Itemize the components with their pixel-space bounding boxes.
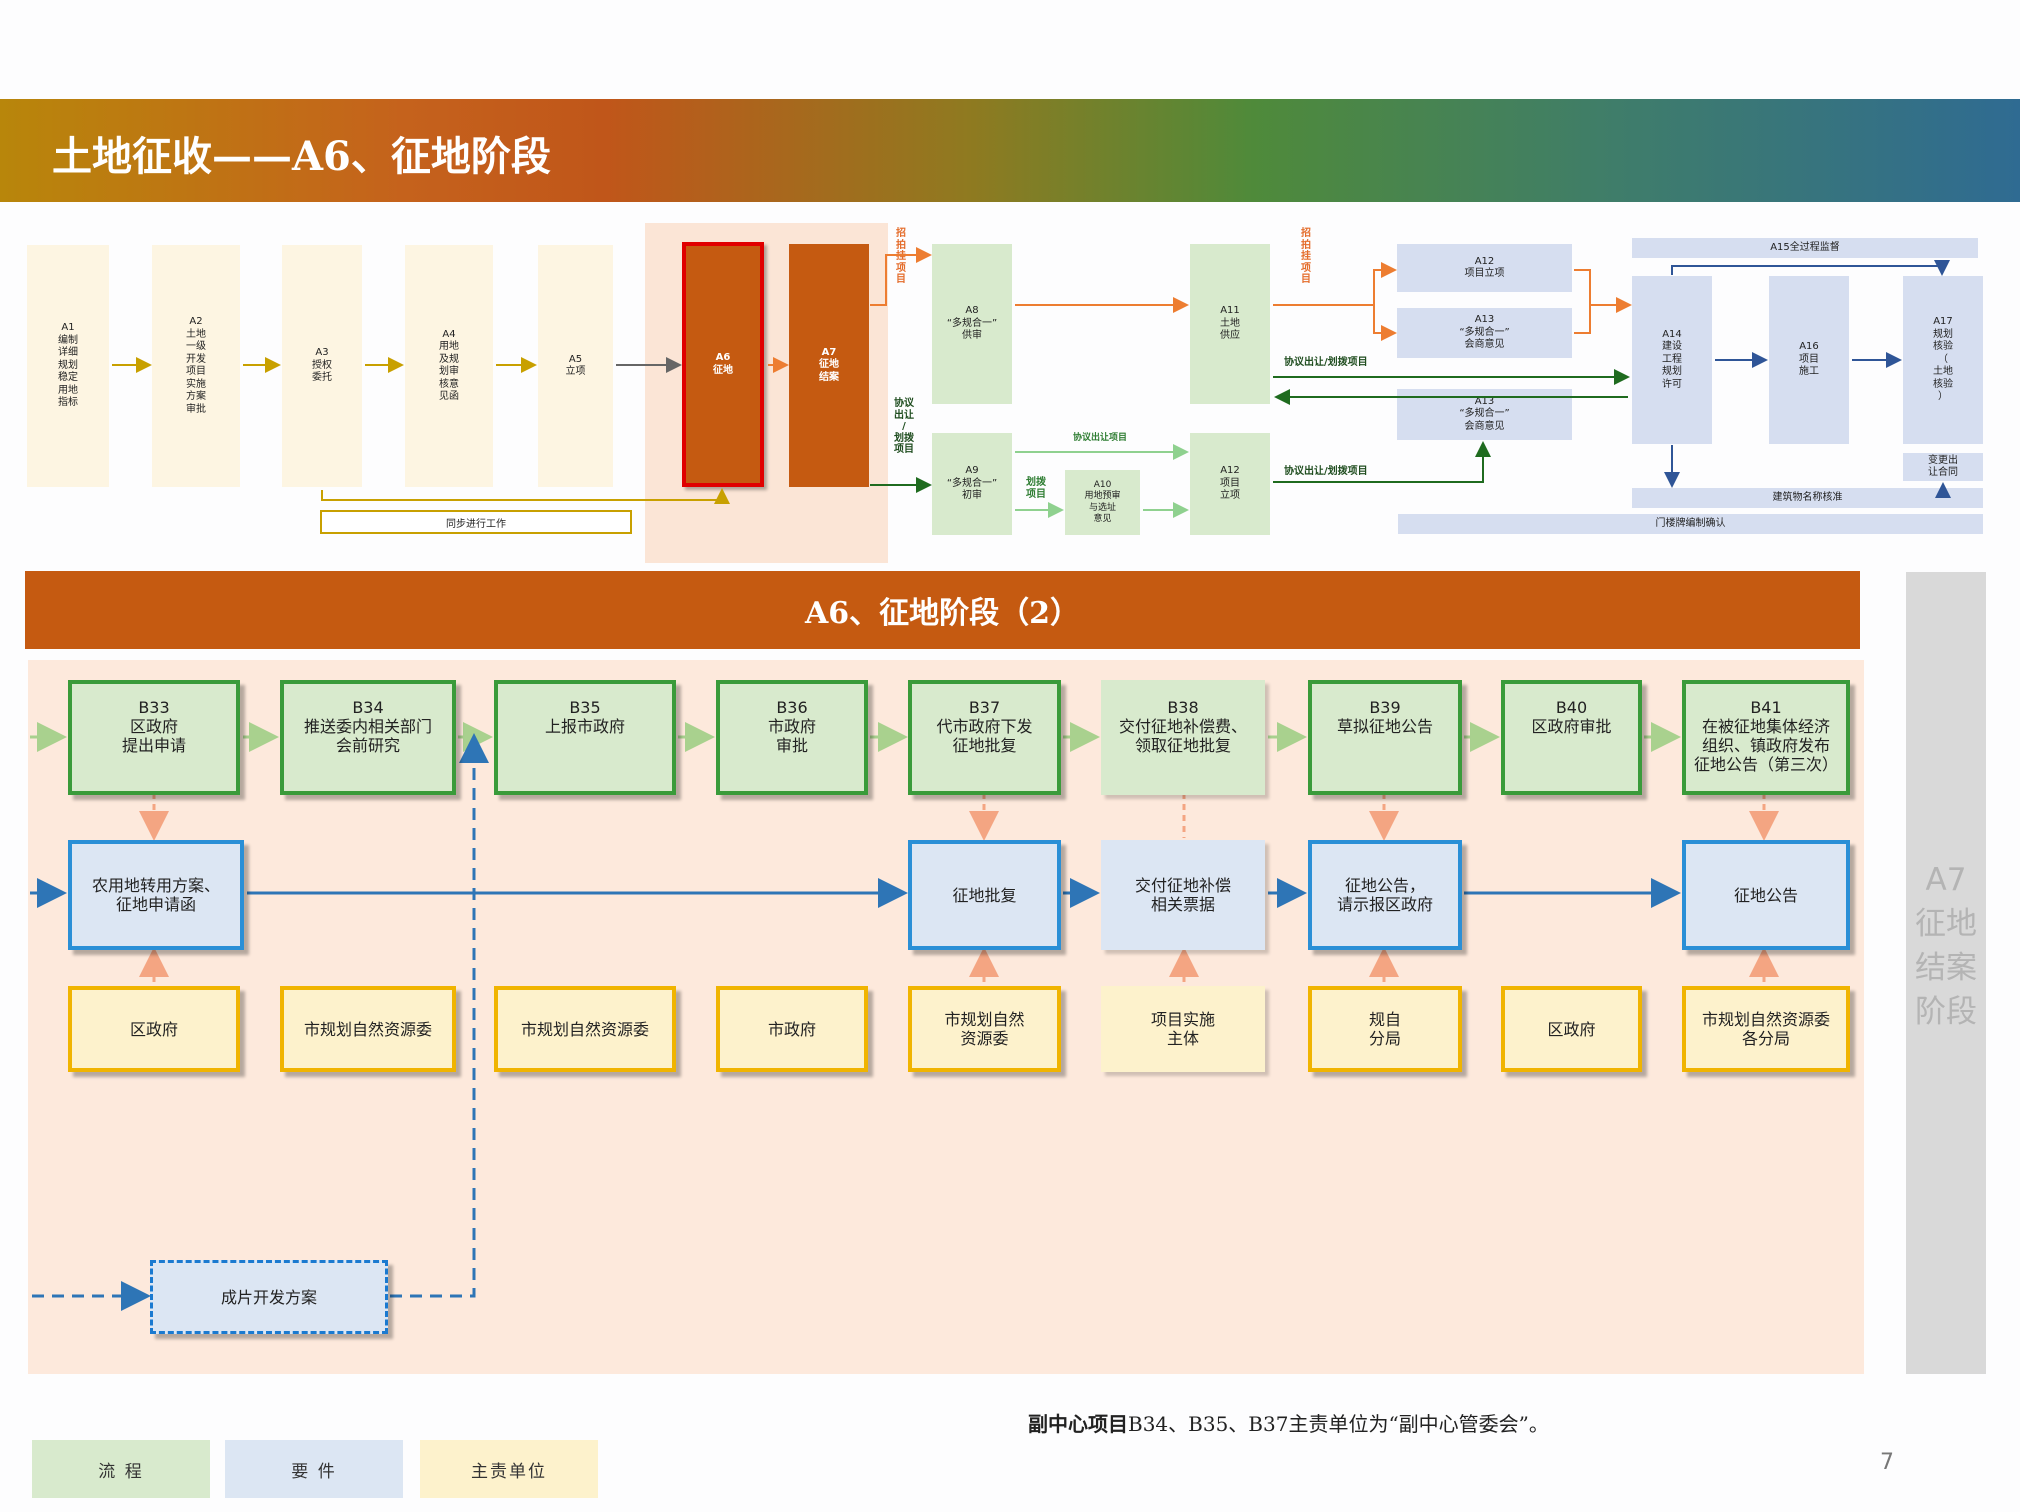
overview-a7: A7 征地 结案 xyxy=(789,244,869,487)
label-agree-alloc-2: 协议出让/划拨项目 xyxy=(1284,466,1368,477)
step-b37: B37 代市政府下发 征地批复 xyxy=(908,680,1061,795)
overview-a3: A3 授权 委托 xyxy=(282,245,362,487)
label-auction-2: 招 拍 挂 项 目 xyxy=(1301,228,1311,285)
section-title: A6、征地阶段（2） xyxy=(25,571,1860,649)
overview-a17: A17 规划 核验 （ 土地 核验 ） xyxy=(1903,276,1983,444)
footnote-text: B34、B35、B37主责单位为“副中心管委会”。 xyxy=(1128,1412,1549,1436)
doc-compensation-receipts: 交付征地补偿 相关票据 xyxy=(1101,840,1265,950)
overview-a8: A8 “多规合一” 供审 xyxy=(932,244,1012,404)
unit-b39: 规自 分局 xyxy=(1308,986,1462,1072)
step-b39: B39 草拟征地公告 xyxy=(1308,680,1462,795)
label-agreement-sale: 协议出让项目 xyxy=(1072,433,1127,443)
label-agreement: 协议 出让 / 划拨 项目 xyxy=(894,398,914,455)
next-stage-label: A7 征地 结案 阶段 xyxy=(1915,862,1977,1030)
label-agree-alloc-1: 协议出让/划拨项目 xyxy=(1284,357,1368,368)
overview-a2: A2 土地 一级 开发 项目 实施 方案 审批 xyxy=(152,245,240,487)
page-number: 7 xyxy=(1880,1450,1894,1475)
title-banner xyxy=(0,99,2020,202)
doc-approval: 征地批复 xyxy=(908,840,1061,950)
overview-a13-upper: A13 “多规合一” 会商意见 xyxy=(1397,308,1572,358)
overview-sync-work: 同步进行工作 xyxy=(320,510,632,534)
unit-b41: 市规划自然资源委 各分局 xyxy=(1682,986,1850,1072)
doc-notice-request: 征地公告， 请示报区政府 xyxy=(1308,840,1462,950)
overview-change-contract: 变更出 让合同 xyxy=(1903,453,1983,481)
overview-a15: A15全过程监督 xyxy=(1632,238,1978,258)
unit-b40: 区政府 xyxy=(1501,986,1642,1072)
overview-a14: A14 建设 工程 规划 许可 xyxy=(1632,276,1712,444)
step-b34: B34 推送委内相关部门 会前研究 xyxy=(280,680,456,795)
overview-a1: A1 编制 详细 规划 稳定 用地 指标 xyxy=(27,245,109,487)
label-auction-1: 招 拍 挂 项 目 xyxy=(896,228,906,285)
overview-a16: A16 项目 施工 xyxy=(1769,276,1849,444)
overview-a9: A9 “多规合一” 初审 xyxy=(932,433,1012,535)
unit-b38: 项目实施 主体 xyxy=(1101,986,1265,1072)
overview-a12-upper: A12 项目立项 xyxy=(1397,244,1572,292)
step-b33: B33 区政府 提出申请 xyxy=(68,680,240,795)
doc-conversion-plan: 农用地转用方案、 征地申请函 xyxy=(68,840,244,950)
step-b40: B40 区政府审批 xyxy=(1501,680,1642,795)
unit-b36: 市政府 xyxy=(716,986,868,1072)
overview-building-name: 建筑物名称核准 xyxy=(1632,488,1983,508)
next-stage-panel xyxy=(1906,572,1986,1374)
step-b41: B41 在被征地集体经济 组织、镇政府发布 征地公告（第三次） xyxy=(1682,680,1850,795)
step-b35: B35 上报市政府 xyxy=(494,680,676,795)
unit-b33: 区政府 xyxy=(68,986,240,1072)
overview-door-plate: 门楼牌编制确认 xyxy=(1398,514,1983,534)
overview-a12-lower: A12 项目 立项 xyxy=(1190,433,1270,535)
overview-a4: A4 用地 及规 划审 核意 见函 xyxy=(405,245,493,487)
overview-a5: A5 立项 xyxy=(538,245,613,487)
overview-a11: A11 土地 供应 xyxy=(1190,244,1270,404)
unit-b35: 市规划自然资源委 xyxy=(494,986,676,1072)
legend-flow: 流 程 xyxy=(32,1440,210,1498)
footnote: 副中心项目B34、B35、B37主责单位为“副中心管委会”。 xyxy=(1028,1408,1549,1437)
label-allocate: 划拨 项目 xyxy=(1026,477,1046,500)
doc-development-plan: 成片开发方案 xyxy=(150,1260,388,1334)
unit-b34: 市规划自然资源委 xyxy=(280,986,456,1072)
legend-element: 要 件 xyxy=(225,1440,403,1498)
overview-a6: A6 征地 xyxy=(682,242,764,487)
legend-unit: 主责单位 xyxy=(420,1440,598,1498)
step-b38: B38 交付征地补偿费、 领取征地批复 xyxy=(1101,680,1265,795)
doc-notice: 征地公告 xyxy=(1682,840,1850,950)
overview-a10: A10 用地预审 与选址 意见 xyxy=(1065,470,1140,535)
page-title: 土地征收——A6、征地阶段 xyxy=(52,133,551,180)
step-b36: B36 市政府 审批 xyxy=(716,680,868,795)
unit-b37: 市规划自然 资源委 xyxy=(908,986,1061,1072)
footnote-bold: 副中心项目 xyxy=(1028,1412,1128,1436)
